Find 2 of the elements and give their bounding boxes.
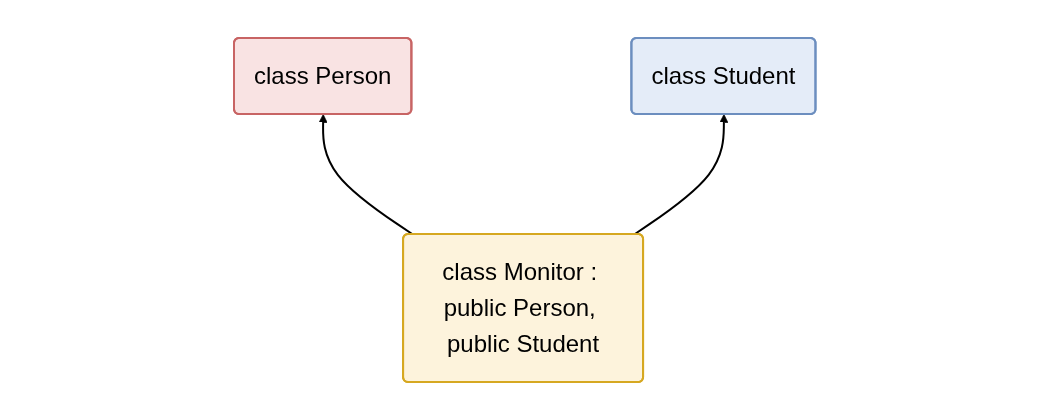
arrow: [318, 114, 414, 236]
arrow: [632, 114, 728, 236]
